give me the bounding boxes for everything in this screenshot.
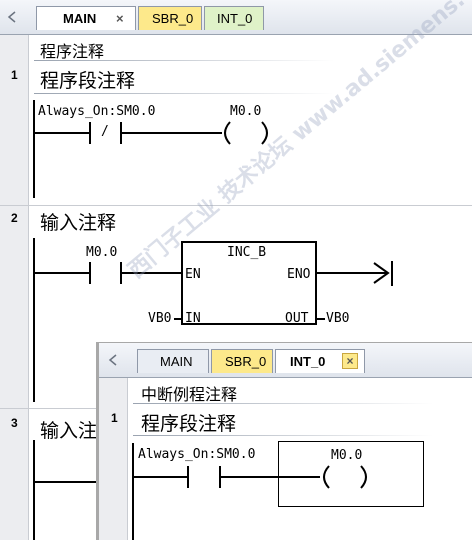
tab-int0-label: INT_0 xyxy=(290,354,326,369)
power-rail xyxy=(33,100,35,198)
overlay-tab-bar: MAIN SBR_0 INT_0 × xyxy=(99,343,472,378)
contact-address-label[interactable]: Always_On:SM0.0 xyxy=(138,447,256,462)
tab-int0[interactable]: INT_0 × xyxy=(275,349,365,373)
divider xyxy=(0,408,100,409)
int0-editor-window: MAIN SBR_0 INT_0 × 中断例程注释 1 程序段注释 Always… xyxy=(96,342,472,540)
contact-left-bar[interactable] xyxy=(89,262,91,284)
contact-left-bar[interactable] xyxy=(187,466,189,488)
network-number-1: 1 xyxy=(111,411,118,425)
rung-wire xyxy=(121,132,222,134)
main-tab-bar: MAIN × SBR_0 INT_0 xyxy=(0,0,472,35)
divider xyxy=(34,93,334,94)
program-comment[interactable]: 程序注释 xyxy=(40,42,105,61)
tab-close-glyph: × xyxy=(346,354,354,368)
rung-wire xyxy=(33,272,90,274)
rung-wire xyxy=(33,132,90,134)
tab-sbr0-label: SBR_0 xyxy=(225,354,267,369)
network-1-comment[interactable]: 程序段注释 xyxy=(141,413,237,435)
rung-wire xyxy=(121,272,182,274)
coil-address-label[interactable]: M0.0 xyxy=(331,448,363,463)
output-coil-icon[interactable] xyxy=(315,462,375,492)
rung-wire xyxy=(220,476,320,478)
overlay-gutter xyxy=(99,378,128,540)
rung-wire xyxy=(132,476,188,478)
tab-sbr0-label: SBR_0 xyxy=(152,11,194,26)
tab-main[interactable]: MAIN × xyxy=(36,6,136,30)
out-wire xyxy=(317,318,325,320)
tab-int0[interactable]: INT_0 xyxy=(204,6,264,30)
network-number-2: 2 xyxy=(11,211,18,225)
tab-close-icon[interactable]: × xyxy=(116,11,124,26)
divider xyxy=(133,435,433,436)
tab-scroll-left-icon[interactable] xyxy=(4,9,20,25)
box-title: INC_B xyxy=(227,245,267,260)
box-en-pin: EN xyxy=(185,267,201,282)
output-coil-icon[interactable] xyxy=(216,118,276,148)
divider xyxy=(34,60,334,61)
power-rail xyxy=(33,238,35,402)
interrupt-routine-comment[interactable]: 中断例程注释 xyxy=(141,385,238,404)
in-wire xyxy=(174,318,182,320)
main-gutter xyxy=(0,35,29,540)
network-number-1: 1 xyxy=(11,68,18,82)
contact-address-label[interactable]: Always_On:SM0.0 xyxy=(38,104,156,119)
box-out-pin: OUT xyxy=(285,311,309,326)
divider xyxy=(0,205,472,206)
coil-address-label[interactable]: M0.0 xyxy=(230,104,262,119)
power-rail xyxy=(33,440,35,540)
in-operand[interactable]: VB0 xyxy=(148,311,172,326)
normally-closed-symbol: / xyxy=(101,124,109,139)
tab-sbr0[interactable]: SBR_0 xyxy=(138,6,202,30)
tab-main-label: MAIN xyxy=(160,354,193,369)
tab-main[interactable]: MAIN xyxy=(137,349,209,373)
contact-address-label[interactable]: M0.0 xyxy=(86,245,118,260)
out-operand[interactable]: VB0 xyxy=(326,311,350,326)
tab-close-icon[interactable]: × xyxy=(342,353,358,369)
box-eno-pin: ENO xyxy=(287,267,311,282)
divider xyxy=(133,403,433,404)
tab-sbr0[interactable]: SBR_0 xyxy=(211,349,273,373)
rung-wire xyxy=(33,481,97,483)
coil-selection-box[interactable]: M0.0 xyxy=(278,441,424,507)
rung-end-arrow-icon xyxy=(373,261,393,286)
box-in-pin: IN xyxy=(185,311,201,326)
tab-int0-label: INT_0 xyxy=(217,11,253,26)
tab-main-label: MAIN xyxy=(63,11,97,26)
network-2-comment[interactable]: 输入注释 xyxy=(40,212,117,234)
network-1-comment[interactable]: 程序段注释 xyxy=(40,70,136,92)
eno-wire xyxy=(317,272,387,274)
network-number-3: 3 xyxy=(11,416,18,430)
tab-scroll-left-icon[interactable] xyxy=(105,352,121,368)
contact-left-bar[interactable] xyxy=(89,122,91,144)
power-rail xyxy=(132,443,134,540)
inc-b-function-box[interactable]: INC_B EN ENO IN OUT xyxy=(181,241,317,326)
